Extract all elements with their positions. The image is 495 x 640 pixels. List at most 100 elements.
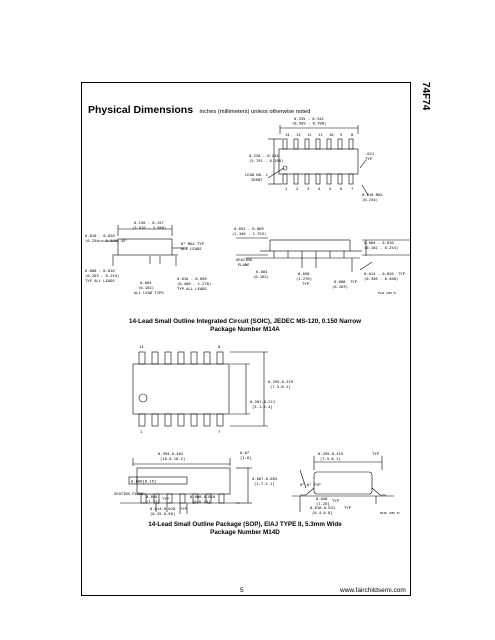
page-frame xyxy=(81,82,411,596)
dim-pitch-mm: (1.270) xyxy=(296,276,312,281)
m14d-dim-b1: 0.394-0.402 xyxy=(158,451,183,456)
m14a-package-number: Package Number M14A xyxy=(210,326,280,333)
dim-lead-length-mm: (0.406 - 1.270) xyxy=(177,281,211,286)
pin-label-7: 7 xyxy=(351,186,353,191)
m14d-dim-b8-typ: TYP xyxy=(332,498,340,503)
dim-body-height-mm: (3.810 - 3.988) xyxy=(132,225,166,230)
dim-body-height: 0.150 - 0.157 xyxy=(134,220,164,225)
m14a-caption: 14-Lead Small Outline Integrated Circuit… xyxy=(120,318,370,334)
seating-label: SEATING xyxy=(236,257,253,262)
pin-label-6: 6 xyxy=(340,186,343,191)
ident-label: IDENT xyxy=(251,177,263,182)
m14d-dim-b7: 0.014-0.020 xyxy=(150,506,176,511)
dim-total-height-mm: (1.346 - 1.753) xyxy=(232,231,266,236)
pin-label-5: 5 xyxy=(329,186,331,191)
website-link[interactable]: www.fairchildsemi.com xyxy=(340,587,406,594)
pin-label-10: 10 xyxy=(329,132,334,137)
pin-label-4: 4 xyxy=(318,186,321,191)
m14d-dim-b2-mm: [1.8] xyxy=(240,455,251,460)
m14a-top-pins xyxy=(282,138,354,150)
m14d-dim-b9-mm: [0.4-0.8] xyxy=(312,510,333,515)
m14d-package-number: Package Number M14D xyxy=(210,529,280,536)
dim-max: 0.010 MAX xyxy=(362,192,383,197)
m14d-package-title: 14-Lead Small Outline Package (SOP), EIA… xyxy=(148,521,342,528)
m14a-body-end xyxy=(269,239,351,252)
pin-label-1: 1 xyxy=(285,186,288,191)
dim-chamfer: 0.010 - 0.020 xyxy=(85,233,115,238)
plane-label: PLANE xyxy=(238,262,250,267)
m14d-dimension-labels: 14 8 1 7 0.295-0.319 [7.5-8.1] 0.201-0.2… xyxy=(114,344,401,516)
pin-label-3: 3 xyxy=(307,186,309,191)
pin-label-9: 9 xyxy=(340,132,343,137)
dim-tip-mm: (0.102) xyxy=(138,285,154,290)
pin-label-11: 11 xyxy=(318,132,323,137)
m14a-rev: M14A (REV H) xyxy=(378,291,397,295)
dim-lead-t-typ: TYP xyxy=(350,279,358,284)
m14a-end-pins xyxy=(273,251,345,258)
m14d-dim-b4: 0.295-0.319 xyxy=(318,451,344,456)
dim-lead-length-typ: TYP ALL LEADS xyxy=(177,286,207,291)
dim-max-mm: (0.254) xyxy=(362,197,378,202)
section-heading: Physical Dimensions inches (millimeters)… xyxy=(88,100,310,118)
m14d-pin-8: 8 xyxy=(218,344,221,349)
m14d-rev: M14D (REV B) xyxy=(380,511,401,515)
m14d-ref-tolerance: 0.006[0.15] xyxy=(131,479,156,484)
m14d-pin-7: 7 xyxy=(218,429,220,434)
m14d-body-end xyxy=(313,471,373,495)
m14d-dim-b8-mm: [1.20] xyxy=(316,501,330,506)
m14d-dim-b7-typ: TYP xyxy=(180,506,188,511)
m14d-pin-1: 1 xyxy=(140,429,143,434)
m14d-dim-b6: 0.000-0.010 xyxy=(190,494,216,499)
dim-thickness-mm: (0.102 - 0.254) xyxy=(364,245,398,250)
m14d-dim-r2-mm: [5.1-5.4] xyxy=(252,404,273,409)
dim-lead-t-mm: (0.203) xyxy=(332,284,348,289)
m14d-body-top xyxy=(132,363,230,415)
dim-standoff-mm: (0.102) xyxy=(253,274,269,279)
m14d-pin-14: 14 xyxy=(139,344,144,349)
pin1-index-mark xyxy=(282,165,288,171)
dim-lead-t: 0.008 xyxy=(334,279,346,284)
m14d-bottom-pins xyxy=(138,413,224,427)
section-subtitle: inches (millimeters) unless otherwise no… xyxy=(199,109,311,115)
m14d-dim-b5-mm: [1.27] xyxy=(146,499,160,504)
lead-no-label: LEAD NO. 1 xyxy=(245,172,269,177)
dim-total-height: 0.053 - 0.069 xyxy=(234,226,264,231)
dim-lead-width: 0.008 - 0.010 xyxy=(85,268,115,273)
dim-top-length-mm: (8.509 - 8.788) xyxy=(292,121,326,126)
dim-standoff: 0.004 xyxy=(256,269,268,274)
pin-label-2: 2 xyxy=(296,186,298,191)
m14d-dim-b2: 0.07 xyxy=(240,450,249,455)
dim-lead-w2-typ: TYP xyxy=(398,271,406,276)
section-title: Physical Dimensions xyxy=(88,104,194,116)
dim-lead-typ: TYP ALL LEADS xyxy=(85,278,115,283)
dim-tip-typ: ALL LEAD TIPS xyxy=(134,290,164,295)
m14d-dim-b3-mm: [1.7-2.1] xyxy=(254,481,275,486)
m14d-top-pins xyxy=(138,351,224,365)
m14d-dim-b7-mm: [0.35-0.50] xyxy=(150,511,175,516)
m14d-dim-b5: 0.050 xyxy=(146,494,158,499)
m14d-dim-b4-mm: [7.5-8.1] xyxy=(320,456,341,461)
dim-chamfer-mm: (0.254 - 0.508) xyxy=(85,238,119,243)
dim-top-length: 0.335 - 0.344 xyxy=(294,116,324,121)
dim-lead-width-mm: (0.203 - 0.254) xyxy=(85,273,119,278)
page-number: 5 xyxy=(240,587,244,594)
m14d-dim-b5-typ: TYP xyxy=(162,496,170,501)
dim-lead-w2-mm: (0.356 - 0.508) xyxy=(364,276,398,281)
pin-label-14: 14 xyxy=(285,132,290,137)
dim-thickness: 0.004 - 0.010 xyxy=(364,240,394,245)
m14d-dim-b3: 0.067-0.083 xyxy=(252,476,277,481)
m14d-dim-r1-mm: [7.5-8.1] xyxy=(270,384,291,389)
pin-label-8: 8 xyxy=(351,132,354,137)
dim-all-leads: ALL LEADS xyxy=(181,246,202,251)
dim-body-width: 0.228 - 0.244 xyxy=(249,153,279,158)
m14d-dim-r1: 0.295-0.319 xyxy=(268,379,294,384)
m14d-dim-r2: 0.201-0.211 xyxy=(250,399,276,404)
m14d-dim-b8: 0.048 xyxy=(316,496,328,501)
m14d-caption: 14-Lead Small Outline Package (SOP), EIA… xyxy=(120,521,370,537)
dim-lead-length: 0.016 - 0.050 xyxy=(177,276,207,281)
pin1-dot xyxy=(138,393,148,403)
m14d-seating-plane: SEATING PLANE xyxy=(114,491,144,496)
pin-label-12: 12 xyxy=(307,132,312,137)
m14d-dim-b9: 0.016-0.031 xyxy=(310,505,336,510)
m14a-body-top xyxy=(278,148,359,175)
